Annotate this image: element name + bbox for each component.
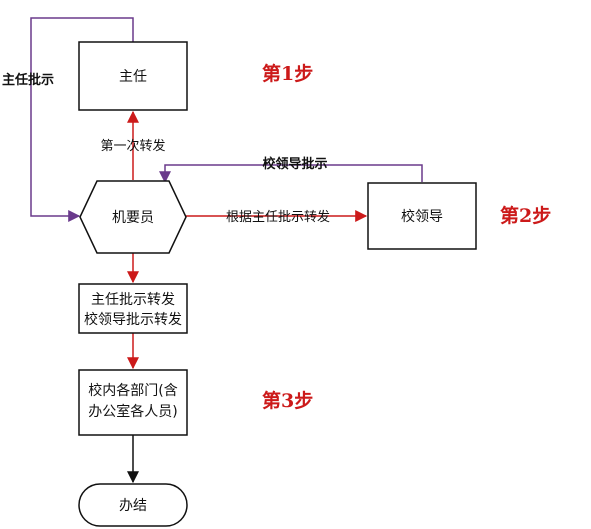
svg-text:校领导: 校领导 — [401, 208, 443, 225]
svg-text:主任批示转发: 主任批示转发 — [91, 292, 175, 308]
svg-text:主任: 主任 — [119, 69, 147, 85]
node-school-leader: 校领导 — [367, 182, 477, 250]
node-forward-box: 主任批示转发 校领导批示转发 — [78, 283, 188, 334]
edge-label-leader-instruction: 校领导批示 — [262, 156, 327, 172]
svg-text:办结: 办结 — [119, 498, 147, 514]
svg-text:机要员: 机要员 — [112, 210, 154, 226]
step-1-label: 第1步 — [262, 62, 313, 85]
svg-text:校领导批示转发: 校领导批示转发 — [84, 311, 182, 328]
node-departments-box: 校内各部门(含 办公室各人员) — [78, 369, 188, 436]
node-director: 主任 — [78, 41, 188, 111]
edge-label-director-instruction: 主任批示 — [2, 72, 54, 88]
edge-label-first-forward: 第一次转发 — [100, 138, 165, 154]
step-2-label: 第2步 — [500, 204, 551, 227]
svg-text:校内各部门(含: 校内各部门(含 — [88, 382, 177, 399]
node-end: 办结 — [78, 483, 188, 527]
node-clerk: 机要员 — [79, 180, 187, 254]
edge-director-instruction — [30, 17, 134, 222]
step-3-label: 第3步 — [262, 389, 313, 412]
edge-label-forward-by-director: 根据主任批示转发 — [226, 209, 330, 225]
edge-leader-instruction — [159, 164, 423, 184]
svg-text:办公室各人员): 办公室各人员) — [88, 403, 177, 420]
